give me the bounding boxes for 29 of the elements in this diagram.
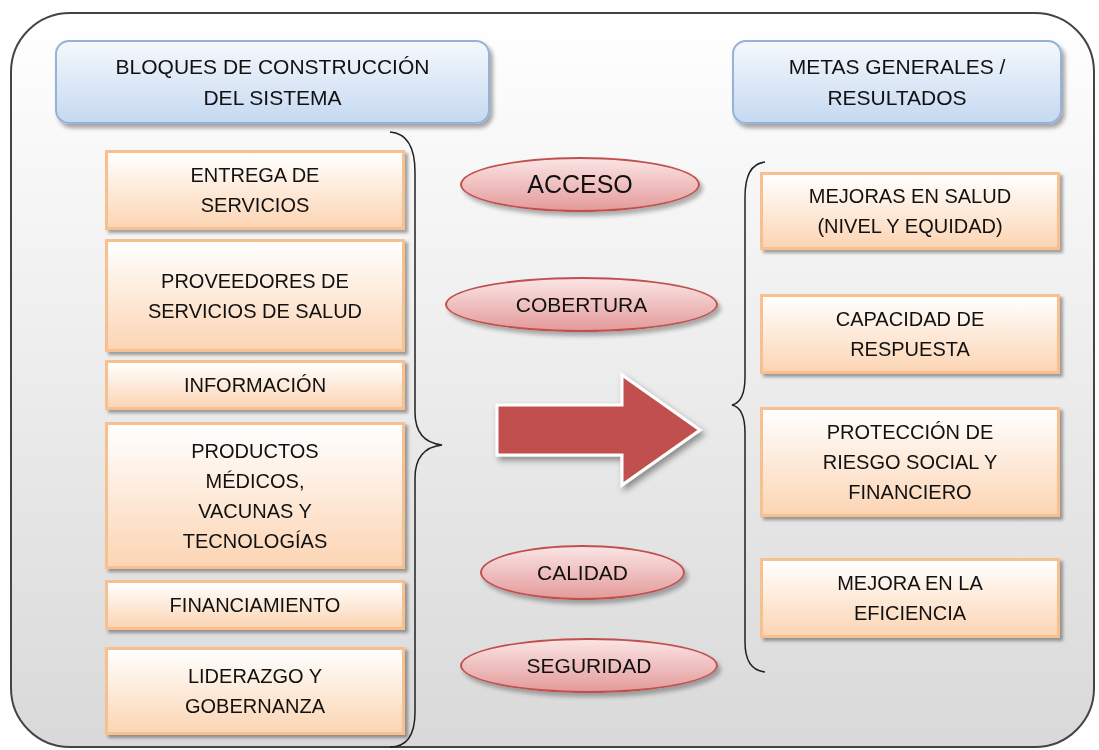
box-label: PROTECCIÓN DE RIESGO SOCIAL Y FINANCIERO bbox=[821, 420, 999, 505]
box-label: METAS GENERALES / RESULTADOS bbox=[787, 53, 1007, 111]
box-label: MEJORA EN LA EFICIENCIA bbox=[836, 571, 984, 626]
box-label: INFORMACIÓN bbox=[183, 373, 327, 398]
box-label: SEGURIDAD bbox=[526, 652, 652, 679]
process-box bbox=[105, 360, 405, 410]
box-label: PRODUCTOS MÉDICOS, VACUNAS Y TECNOLOGÍAS bbox=[181, 438, 329, 554]
process-box bbox=[760, 407, 1060, 517]
header-box bbox=[55, 40, 490, 124]
process-box bbox=[105, 647, 405, 735]
process-box bbox=[760, 294, 1060, 374]
process-box bbox=[760, 558, 1060, 638]
box-label: COBERTURA bbox=[515, 291, 648, 318]
box-label: FINANCIAMIENTO bbox=[169, 593, 341, 618]
box-label: BLOQUES DE CONSTRUCCIÓN DEL SISTEMA bbox=[114, 53, 431, 111]
outer-panel bbox=[10, 12, 1095, 748]
box-label: ENTREGA DE SERVICIOS bbox=[189, 163, 321, 218]
process-box bbox=[105, 150, 405, 230]
process-box bbox=[105, 422, 405, 569]
box-label: PROVEEDORES DE SERVICIOS DE SALUD bbox=[146, 268, 364, 324]
box-label: CAPACIDAD DE RESPUESTA bbox=[834, 307, 986, 362]
box-label: LIDERAZGO Y GOBERNANZA bbox=[184, 664, 326, 719]
process-box bbox=[760, 172, 1060, 250]
header-box bbox=[732, 40, 1062, 124]
box-label: MEJORAS EN SALUD (NIVEL Y EQUIDAD) bbox=[807, 184, 1013, 239]
box-label: CALIDAD bbox=[537, 559, 628, 586]
process-box bbox=[105, 239, 405, 352]
process-box bbox=[105, 580, 405, 630]
box-label: ACCESO bbox=[527, 168, 633, 200]
